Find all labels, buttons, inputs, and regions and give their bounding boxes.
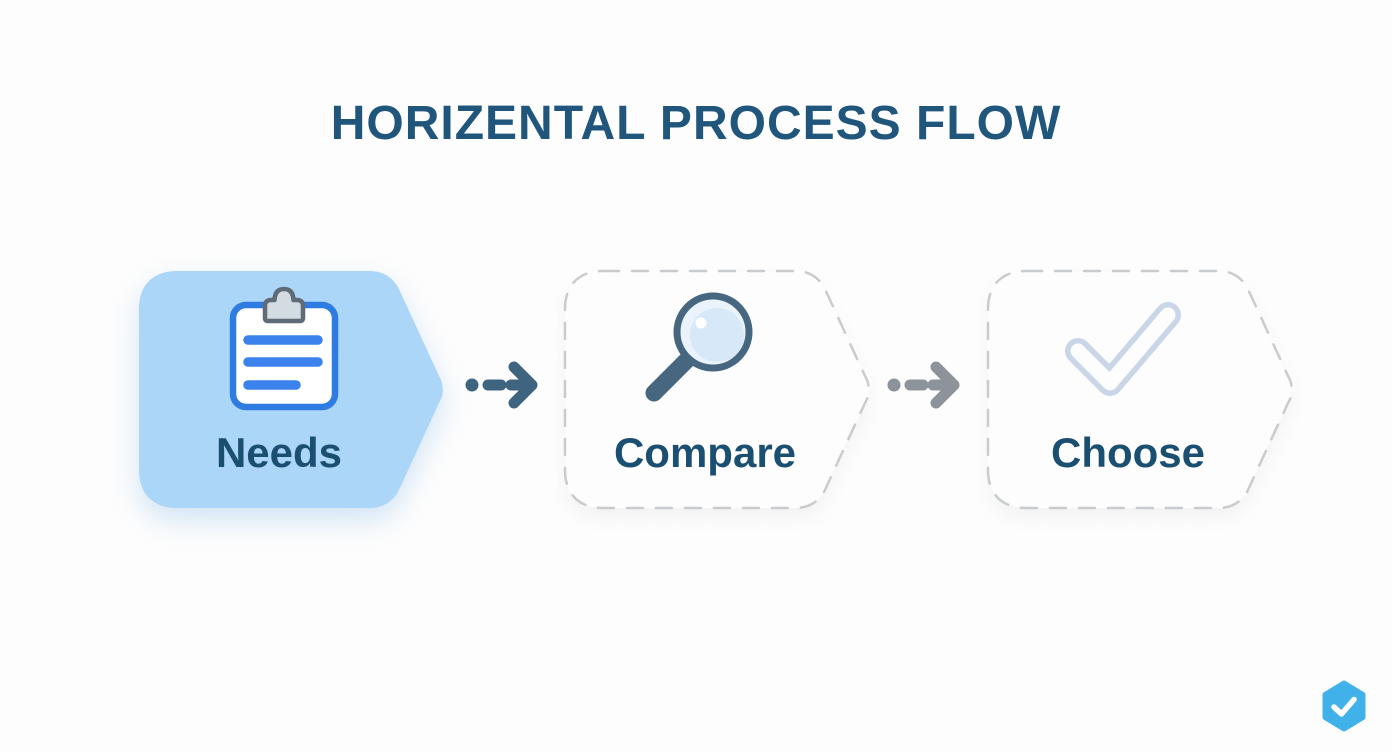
step-label-needs: Needs [215,429,343,476]
step-label-choose: Choose [1050,429,1205,476]
step-compare: Compare [563,269,875,510]
step-choose: Choose [986,269,1298,510]
dashed-arrow-icon [887,361,960,409]
hexagon-check-icon [1322,680,1366,732]
dashed-arrow-icon [465,361,538,409]
step-compare-shape [563,269,870,510]
step-choose-shape [986,269,1293,510]
step-needs: Needs [139,271,449,508]
magnifier-icon [645,292,753,402]
clipboard-icon [229,286,339,411]
page-title: HORIZENTAL PROCESS FLOW [330,97,1062,150]
checkmark-icon [1065,302,1181,396]
step-label-compare: Compare [613,429,797,476]
